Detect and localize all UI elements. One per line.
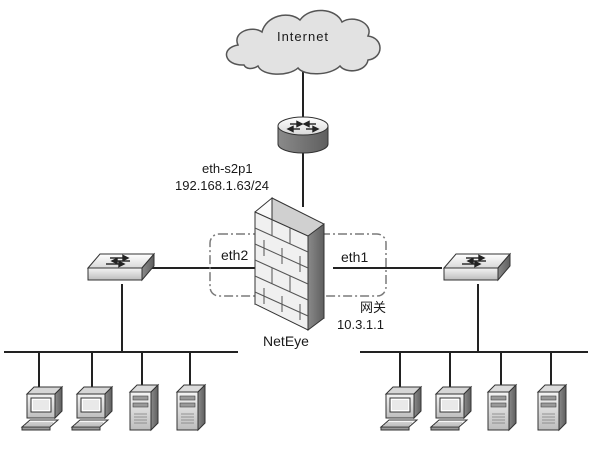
right-switch	[443, 253, 511, 281]
desktop-computer-icon	[430, 386, 472, 431]
router-port-name: eth-s2p1	[202, 161, 253, 176]
left-server-1	[129, 384, 159, 431]
desktop-computer-icon	[380, 386, 422, 431]
connection-lines	[121, 72, 479, 352]
right-desktop-2	[430, 386, 472, 431]
switch-icon	[443, 253, 511, 281]
left-desktop-1	[21, 386, 63, 431]
internet-cloud: Internet	[225, 9, 381, 75]
gateway-label: 网关	[360, 300, 386, 315]
firewall-left-port-label: eth2	[221, 247, 248, 263]
firewall-right-port-label: eth1	[341, 249, 368, 265]
left-server-2	[176, 384, 206, 431]
internet-label: Internet	[277, 29, 329, 44]
cloud-icon	[225, 9, 381, 75]
right-desktop-1	[380, 386, 422, 431]
switch-icon	[87, 253, 155, 281]
lan-bus-left	[4, 351, 238, 388]
right-server-1	[487, 384, 517, 431]
router-port-ip: 192.168.1.63/24	[175, 178, 269, 193]
server-tower-icon	[176, 384, 206, 431]
left-desktop-2	[71, 386, 113, 431]
firewall-name-label: NetEye	[263, 333, 309, 349]
gateway-ip: 10.3.1.1	[337, 317, 384, 332]
server-tower-icon	[129, 384, 159, 431]
server-tower-icon	[487, 384, 517, 431]
desktop-computer-icon	[21, 386, 63, 431]
right-server-2	[537, 384, 567, 431]
server-tower-icon	[537, 384, 567, 431]
lan-bus-right	[360, 351, 588, 388]
router-icon	[277, 116, 329, 154]
left-switch	[87, 253, 155, 281]
firewall-icon	[254, 196, 325, 331]
desktop-computer-icon	[71, 386, 113, 431]
router	[277, 116, 329, 154]
firewall	[254, 196, 325, 331]
